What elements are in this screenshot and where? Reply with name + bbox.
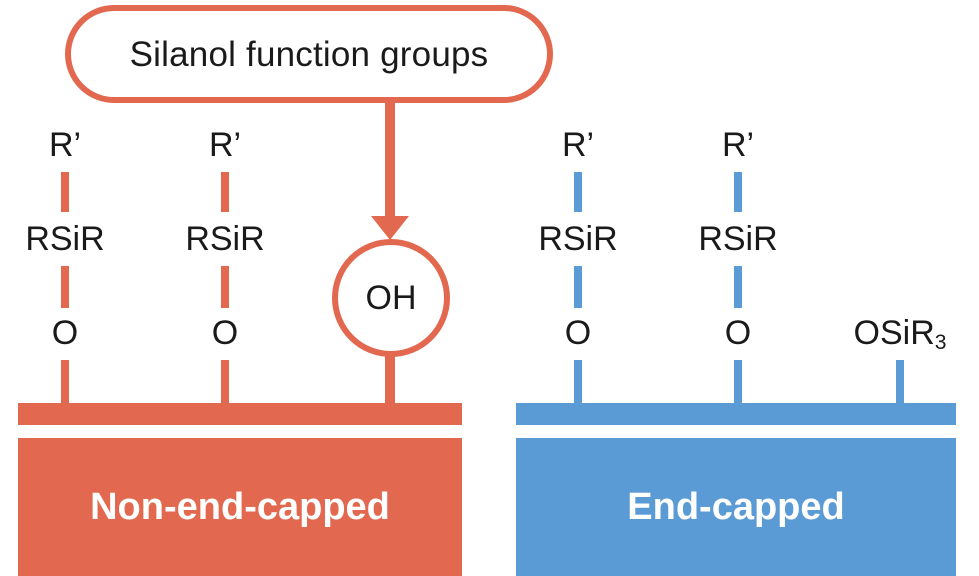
right-chain-2-bond-surface — [734, 360, 742, 406]
callout-arrow-stem — [385, 100, 395, 222]
left-chain-1-bottom-label: O — [51, 314, 79, 352]
left-chain-1-bond-surface — [61, 360, 69, 406]
right-chain-2-top-label: R’ — [721, 126, 755, 164]
silanol-callout-label: Silanol function groups — [129, 34, 489, 74]
right-endcap-bond-surface — [896, 360, 904, 406]
left-chain-2-bond-upper — [221, 172, 229, 212]
left-chain-1-middle-label: RSiR — [25, 220, 105, 258]
right-chain-2-bottom-label: O — [724, 314, 752, 352]
callout-arrow-head-icon — [371, 216, 409, 240]
silanol-oh-bond-surface — [385, 352, 395, 406]
right-chain-2-bond-lower — [734, 266, 742, 308]
left-surface-bar — [18, 403, 462, 425]
left-chain-2-bond-surface — [221, 360, 229, 406]
right-substrate-block: End-capped — [516, 438, 956, 576]
left-chain-1-top-label: R’ — [48, 126, 82, 164]
right-chain-1-bond-lower — [574, 266, 582, 308]
silanol-callout-box: Silanol function groups — [65, 5, 553, 103]
left-chain-1-bond-lower — [61, 266, 69, 308]
right-chain-1-bond-upper — [574, 172, 582, 212]
silanol-oh-label: OH — [365, 279, 417, 317]
right-chain-2-bond-upper — [734, 172, 742, 212]
right-endcap-label-main: OSiR — [853, 314, 935, 352]
left-substrate-block: Non-end-capped — [18, 438, 462, 576]
right-chain-1-middle-label: RSiR — [538, 220, 618, 258]
left-chain-2-top-label: R’ — [208, 126, 242, 164]
right-substrate-label: End-capped — [627, 486, 845, 528]
left-chain-2-bond-lower — [221, 266, 229, 308]
left-substrate-label: Non-end-capped — [90, 486, 390, 528]
left-chain-2-middle-label: RSiR — [185, 220, 265, 258]
right-chain-1-bottom-label: O — [564, 314, 592, 352]
left-chain-2-bottom-label: O — [211, 314, 239, 352]
right-endcap-label: OSiR3 — [853, 314, 947, 353]
right-chain-1-top-label: R’ — [561, 126, 595, 164]
silanol-oh-circle: OH — [332, 239, 450, 357]
right-chain-2-middle-label: RSiR — [698, 220, 778, 258]
left-chain-1-bond-upper — [61, 172, 69, 212]
right-chain-1-bond-surface — [574, 360, 582, 406]
right-surface-bar — [516, 403, 956, 425]
right-endcap-label-subscript: 3 — [934, 330, 947, 354]
